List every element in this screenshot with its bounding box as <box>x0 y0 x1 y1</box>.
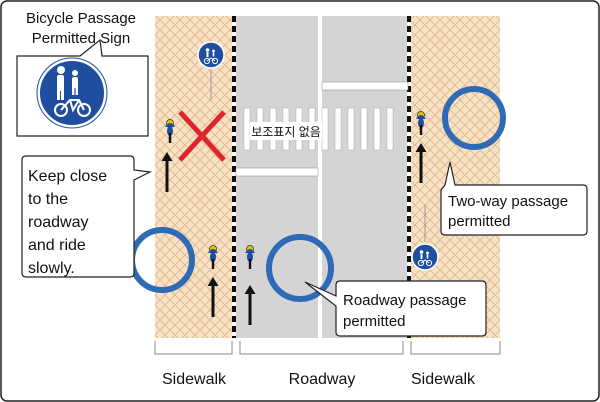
svg-text:Roadway passage: Roadway passage <box>343 292 466 309</box>
zone-label-sidewalk-left: Sidewalk <box>162 371 227 388</box>
bicycle-pedestrian-sign-icon <box>411 243 439 271</box>
svg-text:permitted: permitted <box>343 313 406 330</box>
crosswalk-label: 보조표지 없음 <box>251 125 321 139</box>
svg-text:slowly.: slowly. <box>28 260 75 277</box>
stop-line-right <box>321 81 409 91</box>
svg-text:to the: to the <box>28 191 68 208</box>
svg-text:and ride: and ride <box>28 237 86 254</box>
svg-text:Two-way passage: Two-way passage <box>448 193 568 210</box>
bicycle-pedestrian-sign-icon <box>197 41 225 69</box>
stop-line-left <box>235 167 319 177</box>
highlight-circle <box>442 86 506 150</box>
callout-roadway-passage: Roadway passage permitted <box>304 280 487 337</box>
svg-text:Permitted Sign: Permitted Sign <box>32 30 130 47</box>
svg-text:roadway: roadway <box>28 214 88 231</box>
svg-text:permitted: permitted <box>448 213 511 230</box>
center-line <box>318 16 322 338</box>
zone-label-sidewalk-right: Sidewalk <box>411 371 476 388</box>
svg-text:Bicycle Passage: Bicycle Passage <box>26 10 136 27</box>
callout-keep-close: Keep close to the roadway and ride slowl… <box>21 155 153 278</box>
highlight-circle <box>266 234 334 302</box>
callout-two-way: Two-way passage permitted <box>440 161 588 236</box>
svg-text:Keep close: Keep close <box>28 168 107 185</box>
prohibited-x-icon <box>178 110 226 162</box>
zone-brackets <box>154 341 501 355</box>
callout-sign-name: Bicycle Passage Permitted Sign <box>16 10 149 137</box>
zone-label-roadway: Roadway <box>289 371 356 388</box>
